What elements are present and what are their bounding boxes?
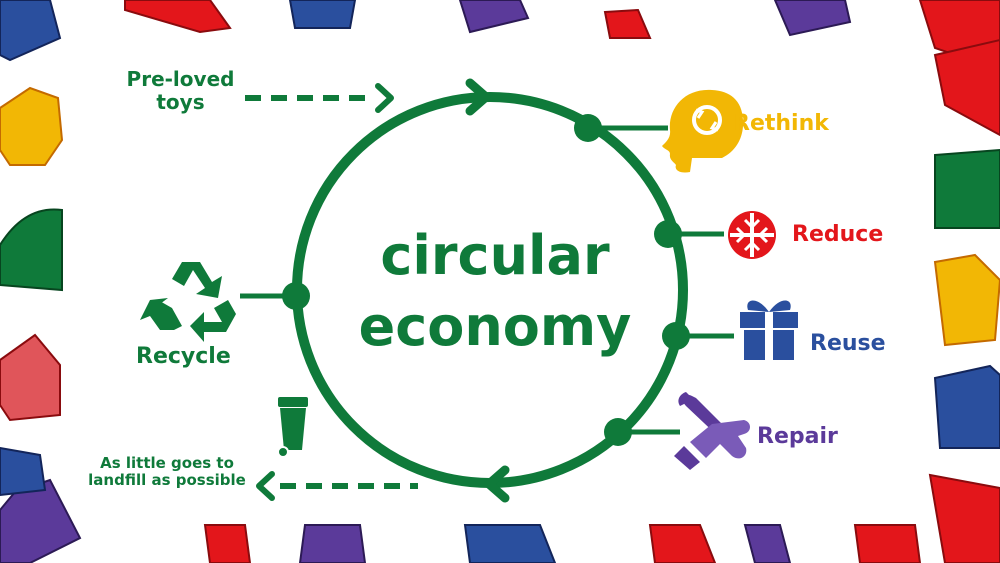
block-green-left — [0, 208, 63, 292]
label-landfill-line1: As little goes to — [100, 454, 234, 472]
center-title-line2: economy — [358, 295, 632, 359]
preloved-arrowhead — [375, 83, 394, 113]
label-reduce: Reduce — [792, 222, 884, 247]
center-title-line1: circular — [380, 224, 610, 287]
ring-arrow-top — [465, 78, 491, 116]
ring-arrow-bottom — [484, 465, 510, 503]
block-red-bottom-3 — [203, 524, 252, 563]
block-red-right — [933, 38, 1000, 137]
block-yellow-right — [933, 253, 1000, 347]
label-rethink: Rethink — [733, 111, 829, 136]
block-purple-bottomleft — [0, 478, 82, 563]
gift-box-icon — [740, 300, 798, 360]
block-purple-bottom-2 — [298, 524, 367, 563]
block-red-bottomright — [928, 473, 1000, 563]
block-blue-bottom — [463, 524, 557, 563]
block-purple-top — [458, 0, 530, 34]
block-green-right — [934, 148, 1000, 229]
label-preloved: Pre-loved toys — [118, 68, 243, 114]
wrench-hand-icon — [674, 392, 750, 470]
block-red-top — [124, 0, 232, 34]
label-preloved-line2: toys — [156, 90, 205, 114]
block-blue-right — [933, 364, 1000, 449]
center-title: circular economy — [330, 220, 660, 363]
head-with-arrows-icon — [662, 89, 744, 173]
block-red-top-2 — [603, 8, 652, 39]
block-yellow-left — [0, 86, 64, 166]
block-red-bottom-2 — [648, 524, 717, 563]
block-purple-top-2 — [773, 0, 852, 37]
label-reuse: Reuse — [810, 331, 886, 356]
label-preloved-line1: Pre-loved — [126, 67, 235, 91]
block-blue-topleft — [0, 0, 62, 62]
recycle-icon — [140, 262, 236, 342]
block-purple-bottom — [743, 524, 792, 563]
block-blue-top — [288, 0, 357, 29]
label-landfill: As little goes to landfill as possible — [72, 454, 262, 490]
block-red-bottom — [853, 524, 922, 563]
label-recycle: Recycle — [136, 344, 231, 369]
wheelie-bin-icon — [277, 397, 308, 458]
label-landfill-line2: landfill as possible — [88, 471, 246, 490]
label-repair: Repair — [757, 424, 838, 449]
block-red-left — [0, 333, 61, 422]
reduce-arrows-icon — [728, 211, 776, 259]
landfill-arrowhead — [256, 471, 275, 501]
ring-nodes — [240, 114, 734, 446]
block-blue-left-bottom — [0, 446, 47, 497]
